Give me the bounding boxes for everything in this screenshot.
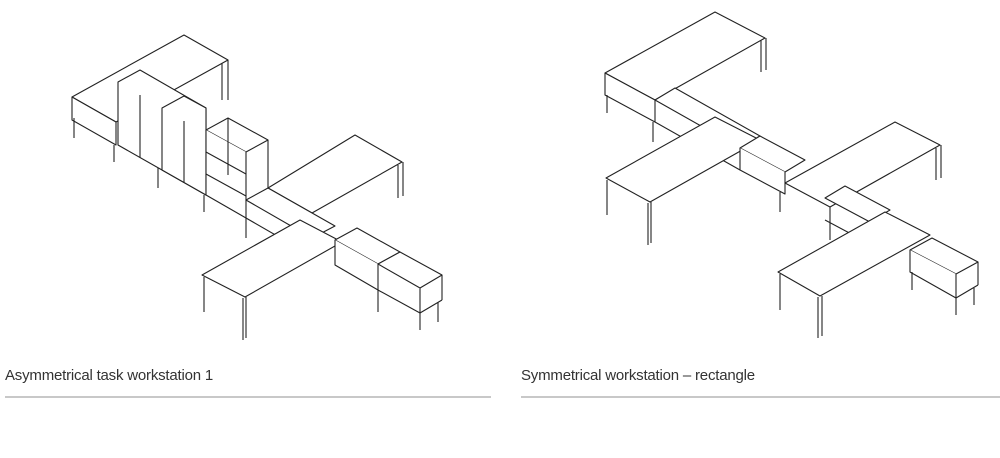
caption-asymmetrical-workstation: Asymmetrical task workstation 1 (5, 367, 214, 384)
caption-symmetrical-workstation: Symmetrical workstation – rectangle (521, 367, 755, 384)
divider (5, 396, 491, 398)
drawing-symmetrical-workstation (500, 0, 1000, 350)
drawing-asymmetrical-workstation (0, 0, 500, 350)
divider (521, 396, 1000, 398)
